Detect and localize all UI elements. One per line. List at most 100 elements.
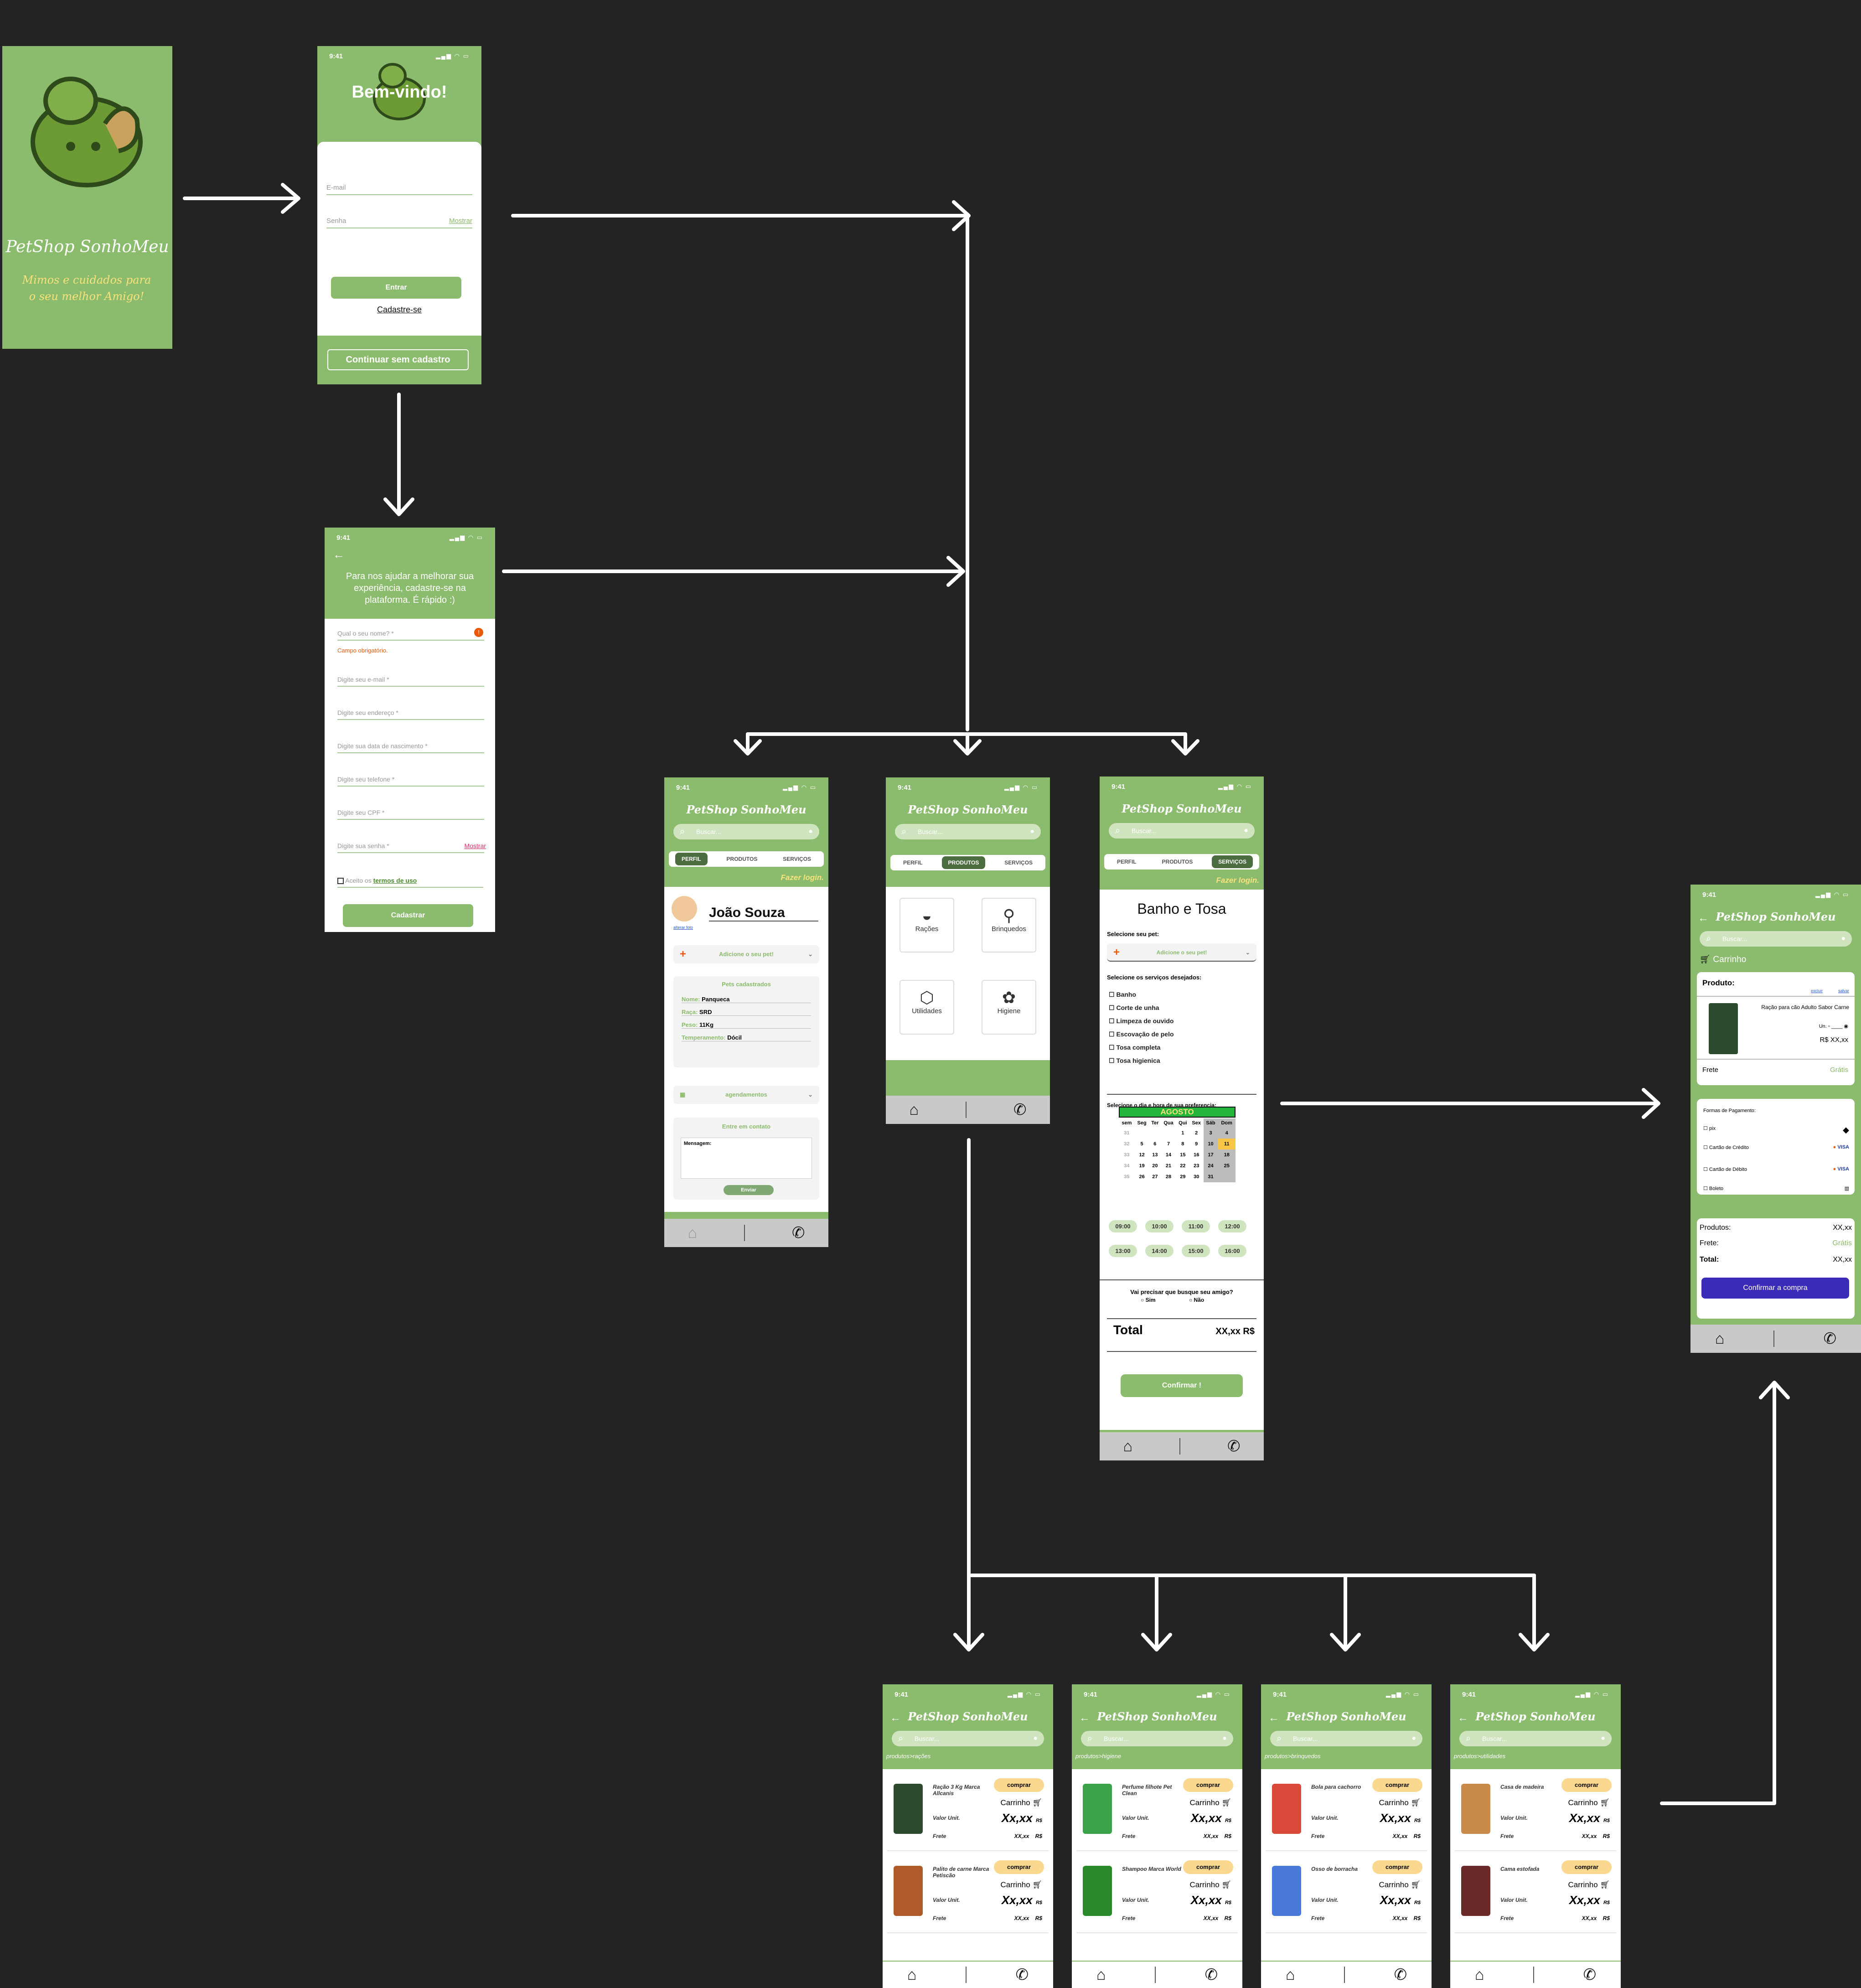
calendar-day[interactable] bbox=[1218, 1171, 1235, 1182]
home-icon[interactable]: ⌂ bbox=[1474, 1966, 1484, 1983]
mic-icon[interactable]: ● bbox=[808, 828, 813, 835]
search-input[interactable]: ⌕●Buscar... bbox=[673, 824, 819, 839]
tab-services[interactable]: SERVIÇOS bbox=[1212, 855, 1253, 868]
tab-products[interactable]: PRODUTOS bbox=[941, 856, 986, 869]
save-link[interactable]: salvar bbox=[1838, 989, 1849, 993]
pickup-no-radio[interactable]: ○ Não bbox=[1189, 1297, 1204, 1303]
back-arrow-icon[interactable]: ← bbox=[1268, 1712, 1279, 1724]
tab-products[interactable]: PRODUTOS bbox=[726, 856, 758, 862]
address-field[interactable]: Digite seu endereço * bbox=[337, 709, 484, 720]
tab-products[interactable]: PRODUTOS bbox=[1162, 859, 1193, 865]
mic-icon[interactable]: ● bbox=[1411, 1734, 1416, 1742]
calendar-day[interactable]: 15 bbox=[1180, 1152, 1186, 1158]
confirm-button[interactable]: Confirmar ! bbox=[1121, 1374, 1243, 1397]
service-option[interactable]: ☐ Tosa completa bbox=[1109, 1044, 1161, 1051]
calendar-day[interactable]: 26 bbox=[1139, 1174, 1145, 1180]
calendar-day[interactable]: 4 bbox=[1218, 1128, 1235, 1139]
quantity-stepper[interactable]: Un. ▫ ____ ◉ bbox=[1819, 1024, 1848, 1029]
tab-services[interactable]: SERVIÇOS bbox=[783, 856, 812, 862]
cart-button[interactable]: Carrinho 🛒︎ bbox=[1568, 1798, 1610, 1807]
category-utilities[interactable]: ⬡Utilidades bbox=[899, 980, 954, 1035]
calendar-day[interactable]: 31 bbox=[1203, 1171, 1218, 1182]
calendar-day[interactable]: 12 bbox=[1139, 1152, 1145, 1158]
time-slot[interactable]: 16:00 bbox=[1218, 1245, 1246, 1257]
back-arrow-icon[interactable]: ← bbox=[333, 548, 345, 561]
phone-field[interactable]: Digite seu telefone * bbox=[337, 776, 484, 787]
mic-icon[interactable]: ● bbox=[1222, 1734, 1227, 1742]
buy-button[interactable]: comprar bbox=[994, 1860, 1044, 1874]
name-field[interactable]: Qual o seu nome? * bbox=[337, 630, 484, 641]
cpf-field[interactable]: Digite seu CPF * bbox=[337, 809, 484, 820]
payment-option-credit[interactable]: ☐ Cartão de Crédito● VISA bbox=[1703, 1144, 1849, 1150]
calendar-day[interactable]: 7 bbox=[1167, 1141, 1170, 1147]
show-password-link[interactable]: Mostrar bbox=[464, 842, 486, 849]
whatsapp-icon[interactable]: ✆ bbox=[1583, 1966, 1597, 1983]
category-hygiene[interactable]: ✿Higiene bbox=[982, 980, 1036, 1035]
whatsapp-icon[interactable]: ✆ bbox=[1227, 1438, 1241, 1455]
tab-profile[interactable]: PERFIL bbox=[675, 853, 708, 865]
tab-profile[interactable]: PERFIL bbox=[1117, 859, 1137, 865]
calendar-day[interactable]: 22 bbox=[1180, 1163, 1186, 1169]
add-pet-row[interactable]: + Adicione o seu pet! ⌄ bbox=[673, 945, 819, 963]
whatsapp-icon[interactable]: ✆ bbox=[1204, 1966, 1218, 1983]
service-option[interactable]: ☐ Escovação de pelo bbox=[1109, 1030, 1174, 1038]
home-icon[interactable]: ⌂ bbox=[909, 1101, 919, 1118]
calendar-day[interactable]: 13 bbox=[1152, 1152, 1158, 1158]
whatsapp-icon[interactable]: ✆ bbox=[1394, 1966, 1407, 1983]
search-input[interactable]: ⌕●Buscar... bbox=[895, 824, 1041, 839]
search-input[interactable]: ⌕●Buscar... bbox=[1459, 1731, 1612, 1746]
time-slot[interactable]: 09:00 bbox=[1109, 1220, 1137, 1232]
terms-checkbox[interactable] bbox=[337, 878, 344, 885]
tab-services[interactable]: SERVIÇOS bbox=[1004, 859, 1033, 866]
birthdate-field[interactable]: Digite sua data de nascimento * bbox=[337, 742, 484, 753]
calendar-day[interactable] bbox=[1135, 1128, 1149, 1139]
calendar-day[interactable]: 9 bbox=[1195, 1141, 1198, 1147]
enter-button[interactable]: Entrar bbox=[331, 277, 461, 299]
home-icon[interactable]: ⌂ bbox=[1096, 1966, 1106, 1983]
password-field[interactable]: Digite sua senha * bbox=[337, 842, 484, 853]
show-password-link[interactable]: Mostrar bbox=[449, 217, 472, 225]
calendar-day[interactable]: 20 bbox=[1152, 1163, 1158, 1169]
calendar-day[interactable]: 11 bbox=[1218, 1139, 1235, 1149]
buy-button[interactable]: comprar bbox=[1561, 1860, 1612, 1874]
calendar-day[interactable]: 17 bbox=[1203, 1149, 1218, 1160]
back-arrow-icon[interactable]: ← bbox=[1698, 912, 1709, 924]
schedules-row[interactable]: ▦ agendamentos ⌄ bbox=[673, 1086, 819, 1104]
login-hint[interactable]: Fazer login. bbox=[781, 873, 824, 882]
time-slot[interactable]: 11:00 bbox=[1182, 1220, 1210, 1232]
home-icon[interactable]: ⌂ bbox=[1715, 1330, 1725, 1347]
search-input[interactable]: ⌕●Buscar... bbox=[1081, 1731, 1233, 1746]
calendar-day[interactable]: 10 bbox=[1203, 1139, 1218, 1149]
calendar-day[interactable]: 8 bbox=[1181, 1141, 1184, 1147]
cart-button[interactable]: Carrinho 🛒︎ bbox=[1568, 1880, 1610, 1889]
send-button[interactable]: Enviar bbox=[724, 1185, 774, 1195]
search-input[interactable]: ⌕●Buscar... bbox=[1109, 823, 1255, 839]
delete-link[interactable]: excluir bbox=[1811, 989, 1823, 993]
calendar-day[interactable]: 21 bbox=[1165, 1163, 1172, 1169]
service-option[interactable]: ☐ Limpeza de ouvido bbox=[1109, 1017, 1174, 1025]
pickup-yes-radio[interactable]: ○ Sim bbox=[1141, 1297, 1156, 1303]
terms-link[interactable]: termos de uso bbox=[373, 877, 417, 884]
home-icon[interactable]: ⌂ bbox=[907, 1966, 917, 1983]
change-photo-link[interactable]: alterar foto bbox=[673, 925, 693, 930]
add-pet-row[interactable]: + Adicione o seu pet! ⌄ bbox=[1107, 943, 1256, 962]
calendar-day[interactable] bbox=[1161, 1128, 1176, 1139]
calendar-day[interactable]: 18 bbox=[1218, 1149, 1235, 1160]
calendar-day[interactable]: 14 bbox=[1165, 1152, 1172, 1158]
email-field[interactable]: Digite seu e-mail * bbox=[337, 676, 484, 687]
back-arrow-icon[interactable]: ← bbox=[1458, 1712, 1468, 1724]
calendar-day[interactable]: 30 bbox=[1194, 1174, 1199, 1180]
cart-button[interactable]: Carrinho 🛒︎ bbox=[1189, 1798, 1231, 1807]
buy-button[interactable]: comprar bbox=[1183, 1778, 1233, 1792]
calendar-day[interactable]: 16 bbox=[1194, 1152, 1199, 1158]
tab-profile[interactable]: PERFIL bbox=[903, 859, 923, 866]
calendar-day[interactable]: 25 bbox=[1218, 1160, 1235, 1171]
mic-icon[interactable]: ● bbox=[1601, 1734, 1605, 1742]
payment-option-boleto[interactable]: ☐ Boleto▥ bbox=[1703, 1186, 1849, 1191]
cart-button[interactable]: Carrinho 🛒︎ bbox=[1000, 1798, 1042, 1807]
time-slot[interactable]: 15:00 bbox=[1182, 1245, 1210, 1257]
calendar-day[interactable]: 29 bbox=[1180, 1174, 1186, 1180]
buy-button[interactable]: comprar bbox=[1372, 1860, 1422, 1874]
calendar-day[interactable]: 1 bbox=[1181, 1130, 1184, 1136]
search-input[interactable]: ⌕●Buscar... bbox=[892, 1731, 1044, 1746]
